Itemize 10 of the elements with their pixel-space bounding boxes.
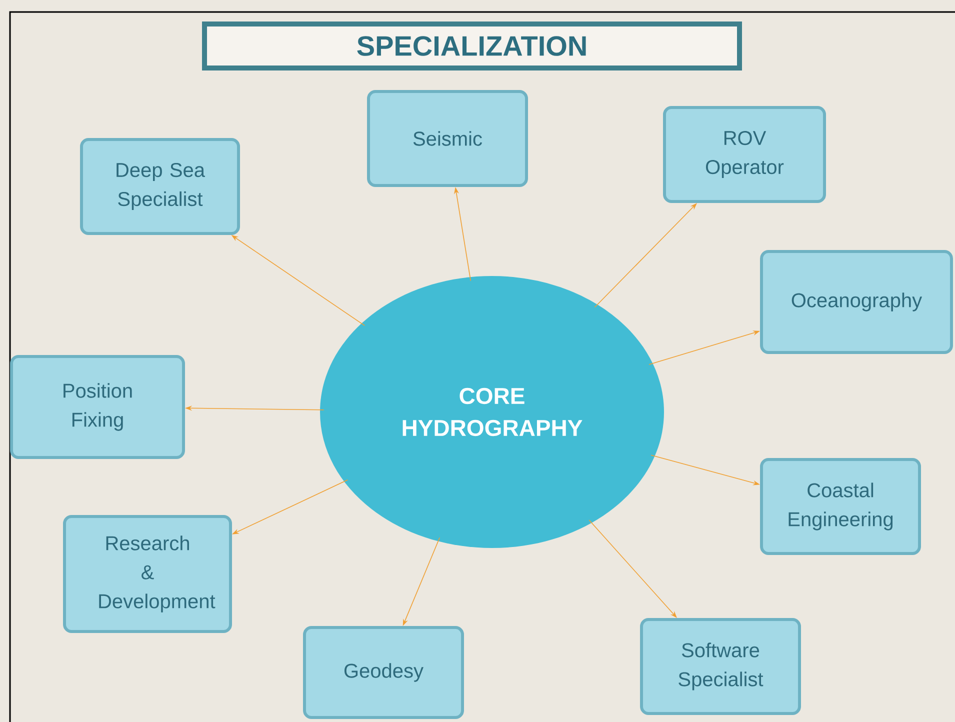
title-banner: SPECIALIZATION (202, 22, 742, 70)
rounded-box: Oceanography (760, 250, 953, 354)
rounded-box: Coastal Engineering (760, 458, 921, 555)
rounded-box: Seismic (367, 90, 528, 187)
rounded-box: Geodesy (303, 626, 464, 719)
rounded-box: Position Fixing (10, 355, 185, 459)
rounded-box: Deep Sea Specialist (80, 138, 240, 235)
rounded-box: ROV Operator (663, 106, 826, 203)
rounded-box: Software Specialist (640, 618, 801, 715)
rounded-box: Research & Development (63, 515, 232, 633)
